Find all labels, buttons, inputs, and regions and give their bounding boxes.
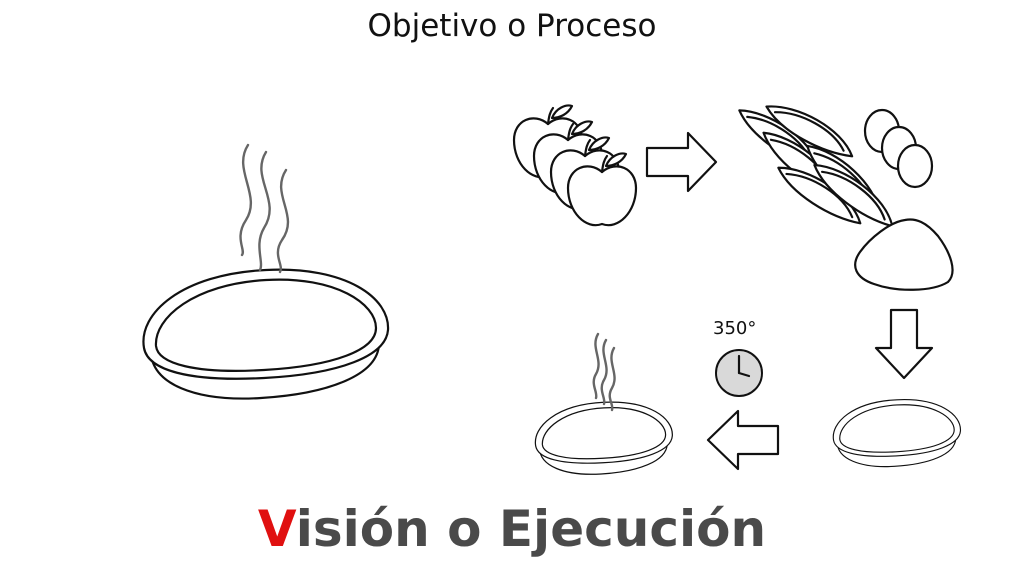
arrow-down-icon	[874, 308, 934, 380]
clock-icon	[715, 349, 763, 397]
arrow-left-icon	[706, 409, 780, 471]
unbaked-pie-icon	[832, 399, 962, 468]
page-title: Objetivo o Proceso	[367, 8, 657, 44]
dough-icon	[854, 218, 954, 291]
steam-icon	[239, 143, 253, 257]
subtitle: Visión o Ejecución	[0, 500, 1024, 558]
subtitle-rest: isión o Ejecución	[295, 500, 767, 558]
oven-temperature-label: 350°	[713, 318, 757, 339]
subtitle-highlight-letter: V	[257, 500, 296, 558]
arrow-right-icon	[645, 131, 718, 193]
baked-pie-icon	[534, 332, 673, 475]
eggs-icon	[863, 108, 934, 189]
pie-icon	[142, 143, 390, 400]
apples-icon	[512, 104, 638, 227]
